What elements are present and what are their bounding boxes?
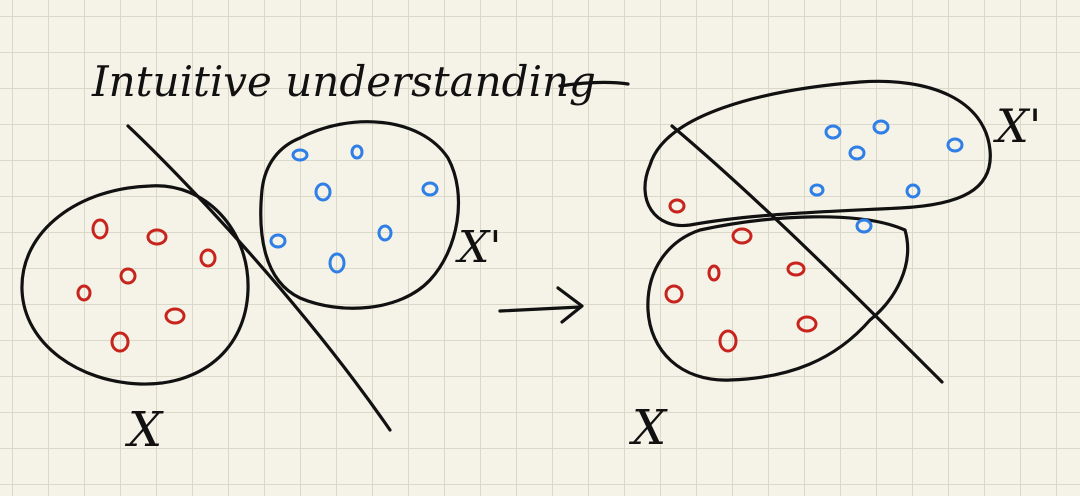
left-separating-line <box>126 124 392 432</box>
blue-point <box>314 182 332 202</box>
right-red-set-boundary <box>646 215 910 382</box>
blue-point <box>872 119 890 135</box>
blue-point <box>350 144 364 160</box>
red-point <box>796 315 818 333</box>
diagram-title: Intuitive understanding <box>91 57 596 106</box>
blue-point <box>377 224 393 242</box>
red-point <box>76 284 92 302</box>
blue-point <box>848 145 866 161</box>
right-blue-points <box>809 119 964 234</box>
title-underline-stroke <box>558 80 630 88</box>
red-point <box>707 264 721 282</box>
red-point <box>199 248 217 268</box>
right-red-set-label: X <box>628 400 668 456</box>
blue-point <box>855 218 873 234</box>
left-red-points <box>76 218 217 353</box>
blue-point <box>946 137 964 153</box>
red-point <box>731 227 753 245</box>
blue-point <box>328 252 346 274</box>
blue-point <box>421 181 439 197</box>
red-point <box>668 198 686 214</box>
red-point <box>664 284 684 304</box>
red-point <box>786 261 806 277</box>
blue-point <box>809 183 825 197</box>
left-blue-set-label: X' <box>455 222 501 273</box>
blue-point <box>269 233 287 249</box>
left-panel: X X' <box>20 120 501 458</box>
blue-point <box>291 148 309 162</box>
red-point <box>91 218 109 240</box>
red-point <box>718 329 738 353</box>
right-red-points <box>664 198 818 353</box>
red-point <box>110 331 130 353</box>
right-blue-set-boundary <box>643 79 992 228</box>
right-arrow-icon <box>498 286 584 324</box>
right-separating-line <box>670 124 944 384</box>
left-blue-points <box>269 144 439 274</box>
blue-point <box>905 183 921 199</box>
red-point <box>164 307 186 325</box>
left-blue-set-boundary <box>259 120 461 310</box>
left-red-set-label: X <box>124 402 164 458</box>
right-panel: X X' <box>628 79 1041 456</box>
blue-point <box>824 124 842 140</box>
red-point <box>146 228 168 246</box>
right-blue-set-label: X' <box>993 99 1041 153</box>
red-point <box>119 267 137 285</box>
